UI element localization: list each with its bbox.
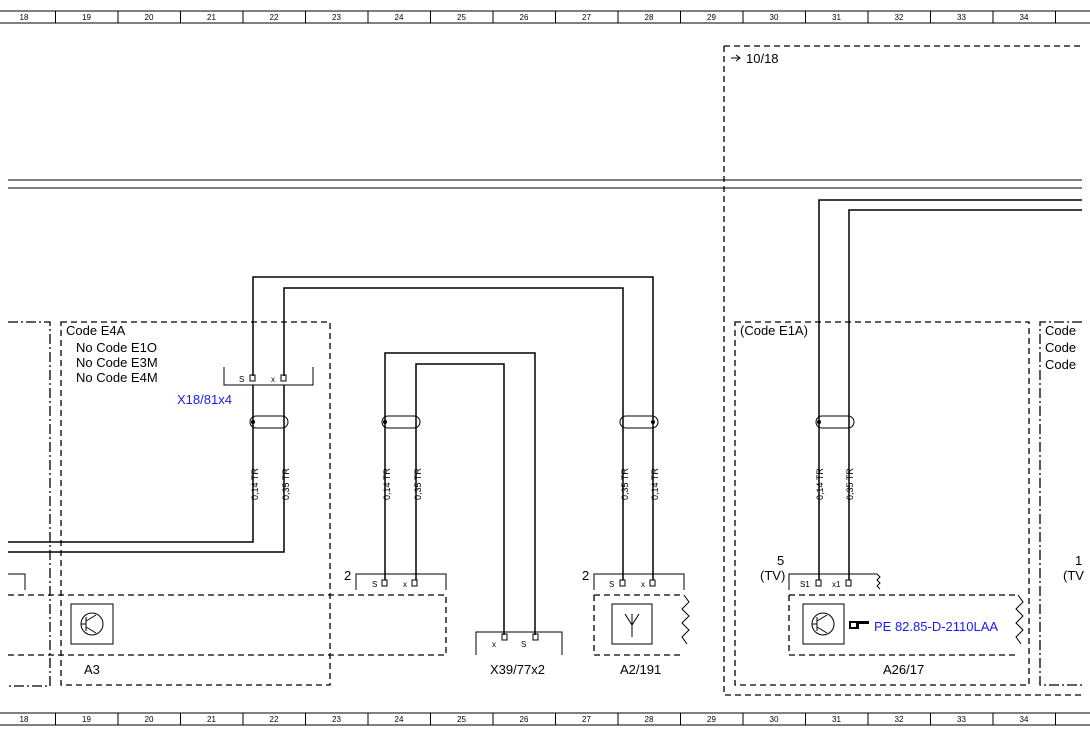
pin-label: x bbox=[492, 640, 496, 649]
pin-label: S bbox=[239, 375, 244, 384]
connector-label: X18/81x4 bbox=[177, 392, 232, 407]
grid-column-label: 33 bbox=[957, 13, 966, 22]
grid-column-label: 23 bbox=[332, 13, 341, 22]
grid-footer: 18 19 20 21 22 23 24 25 26 27 28 29 30 31 32 33 34 bbox=[0, 712, 1090, 726]
grid-column-label: 32 bbox=[895, 13, 904, 22]
grid-column-label: 22 bbox=[270, 13, 279, 22]
code-label: Code bbox=[1045, 323, 1076, 338]
code-e4a-group: Code E4A No Code E1O No Code E3M No Code… bbox=[60, 321, 331, 686]
grid-column-label: 27 bbox=[582, 715, 591, 724]
pin-number: 5 bbox=[777, 553, 784, 568]
wire-label: 0,14 TR bbox=[650, 468, 660, 500]
pin-label: S bbox=[521, 640, 526, 649]
left-partial-box bbox=[8, 321, 51, 687]
code-e1a-group: (Code E1A) bbox=[734, 321, 1030, 686]
wire-label: 0,35 TR bbox=[845, 468, 855, 500]
grid-column-label: 25 bbox=[457, 715, 466, 724]
wire-label: 0,14 TR bbox=[382, 468, 392, 500]
connector-number: 2 bbox=[344, 568, 351, 583]
grid-column-label: 28 bbox=[645, 715, 654, 724]
grid-column-label: 30 bbox=[770, 715, 779, 724]
wire-label: 0,35 TR bbox=[281, 468, 291, 500]
pin-label: x bbox=[641, 580, 645, 589]
grid-column-label: 34 bbox=[1020, 13, 1029, 22]
module-label: A3 bbox=[84, 662, 100, 677]
grid-column-label: 24 bbox=[395, 13, 404, 22]
module-label: A2/191 bbox=[620, 662, 661, 677]
right-section-frame bbox=[723, 45, 1082, 696]
left-partial-connector bbox=[8, 573, 26, 590]
grid-column-label: 21 bbox=[207, 715, 216, 724]
pin-label: x1 bbox=[832, 580, 841, 589]
antenna-icon bbox=[624, 613, 640, 637]
code-e4a-label: Code E4A bbox=[66, 323, 126, 338]
pin-label: x bbox=[403, 580, 407, 589]
grid-column-label: 29 bbox=[707, 13, 716, 22]
module-a2-191[interactable]: 2 S x A2/191 bbox=[582, 568, 690, 677]
grid-column-label: 27 bbox=[582, 13, 591, 22]
grid-column-label: 21 bbox=[207, 13, 216, 22]
grid-column-label: 23 bbox=[332, 715, 341, 724]
grid-column-label: 24 bbox=[395, 715, 404, 724]
grid-column-label: 18 bbox=[20, 13, 29, 22]
condition-label: No Code E1O bbox=[76, 340, 157, 355]
grid-column-label: 22 bbox=[270, 715, 279, 724]
pin-number: 1 bbox=[1075, 553, 1082, 568]
far-right-group: Code Code Code 1 (TV bbox=[1039, 321, 1084, 686]
condition-label: No Code E3M bbox=[76, 355, 158, 370]
grid-column-label: 19 bbox=[82, 715, 91, 724]
pin-tag: (TV bbox=[1063, 568, 1084, 583]
condition-label: No Code E4M bbox=[76, 370, 158, 385]
grid-column-label: 26 bbox=[520, 715, 529, 724]
grid-column-label: 20 bbox=[145, 715, 154, 724]
wire-pair-a26 bbox=[815, 199, 1082, 580]
pin-label: S bbox=[372, 580, 377, 589]
pin-tag: (TV) bbox=[760, 568, 785, 583]
wire-pair-mid bbox=[381, 352, 659, 635]
wire-label: 0,35 TR bbox=[413, 468, 423, 500]
wire-label: 0,14 TR bbox=[815, 468, 825, 500]
pin-label: x bbox=[271, 375, 275, 384]
connector-number: 2 bbox=[582, 568, 589, 583]
wire-labels: 0,14 TR 0,35 TR 0,14 TR 0,35 TR 0,35 TR … bbox=[250, 468, 855, 500]
wire-label: 0,35 TR bbox=[620, 468, 630, 500]
pointing-hand-icon bbox=[849, 621, 869, 629]
grid-column-label: 31 bbox=[832, 13, 841, 22]
pin-label: S bbox=[609, 580, 614, 589]
grid-column-label: 32 bbox=[895, 715, 904, 724]
module-a26-17[interactable]: 5 (TV) S1 x1 PE 82.85-D-2110LAA A26/17 bbox=[760, 553, 1024, 677]
connector-label: X39/77x2 bbox=[490, 662, 545, 677]
wire-pair-x18 bbox=[8, 276, 654, 580]
grid-column-label: 25 bbox=[457, 13, 466, 22]
grid-column-label: 18 bbox=[20, 715, 29, 724]
pin-label: S1 bbox=[800, 580, 810, 589]
grid-column-label: 33 bbox=[957, 715, 966, 724]
transistor-icon bbox=[80, 612, 104, 636]
bus-lines bbox=[8, 179, 1082, 189]
grid-column-label: 31 bbox=[832, 715, 841, 724]
grid-column-label: 29 bbox=[707, 715, 716, 724]
grid-column-label: 19 bbox=[82, 13, 91, 22]
module-a3[interactable]: A3 bbox=[8, 594, 447, 677]
reference-arrow[interactable]: 10/18 bbox=[731, 51, 779, 66]
connector-mid[interactable]: 2 S x bbox=[344, 568, 447, 590]
connector-x18-81x4[interactable]: S x X18/81x4 bbox=[177, 367, 314, 407]
wire-label: 0,14 TR bbox=[250, 468, 260, 500]
grid-column-label: 34 bbox=[1020, 715, 1029, 724]
code-label: Code bbox=[1045, 357, 1076, 372]
transistor-icon bbox=[811, 612, 835, 636]
code-e1a-label: (Code E1A) bbox=[740, 323, 808, 338]
reference-link[interactable]: PE 82.85-D-2110LAA bbox=[874, 619, 998, 634]
reference-arrow-label: 10/18 bbox=[746, 51, 779, 66]
grid-column-label: 26 bbox=[520, 13, 529, 22]
connector-x39-77x2[interactable]: x S X39/77x2 bbox=[475, 631, 563, 677]
grid-column-label: 20 bbox=[145, 13, 154, 22]
code-label: Code bbox=[1045, 340, 1076, 355]
module-label: A26/17 bbox=[883, 662, 924, 677]
grid-column-label: 28 bbox=[645, 13, 654, 22]
grid-header: 18 19 20 21 22 23 24 25 26 27 28 29 30 31 32 33 34 bbox=[0, 10, 1090, 24]
grid-column-label: 30 bbox=[770, 13, 779, 22]
